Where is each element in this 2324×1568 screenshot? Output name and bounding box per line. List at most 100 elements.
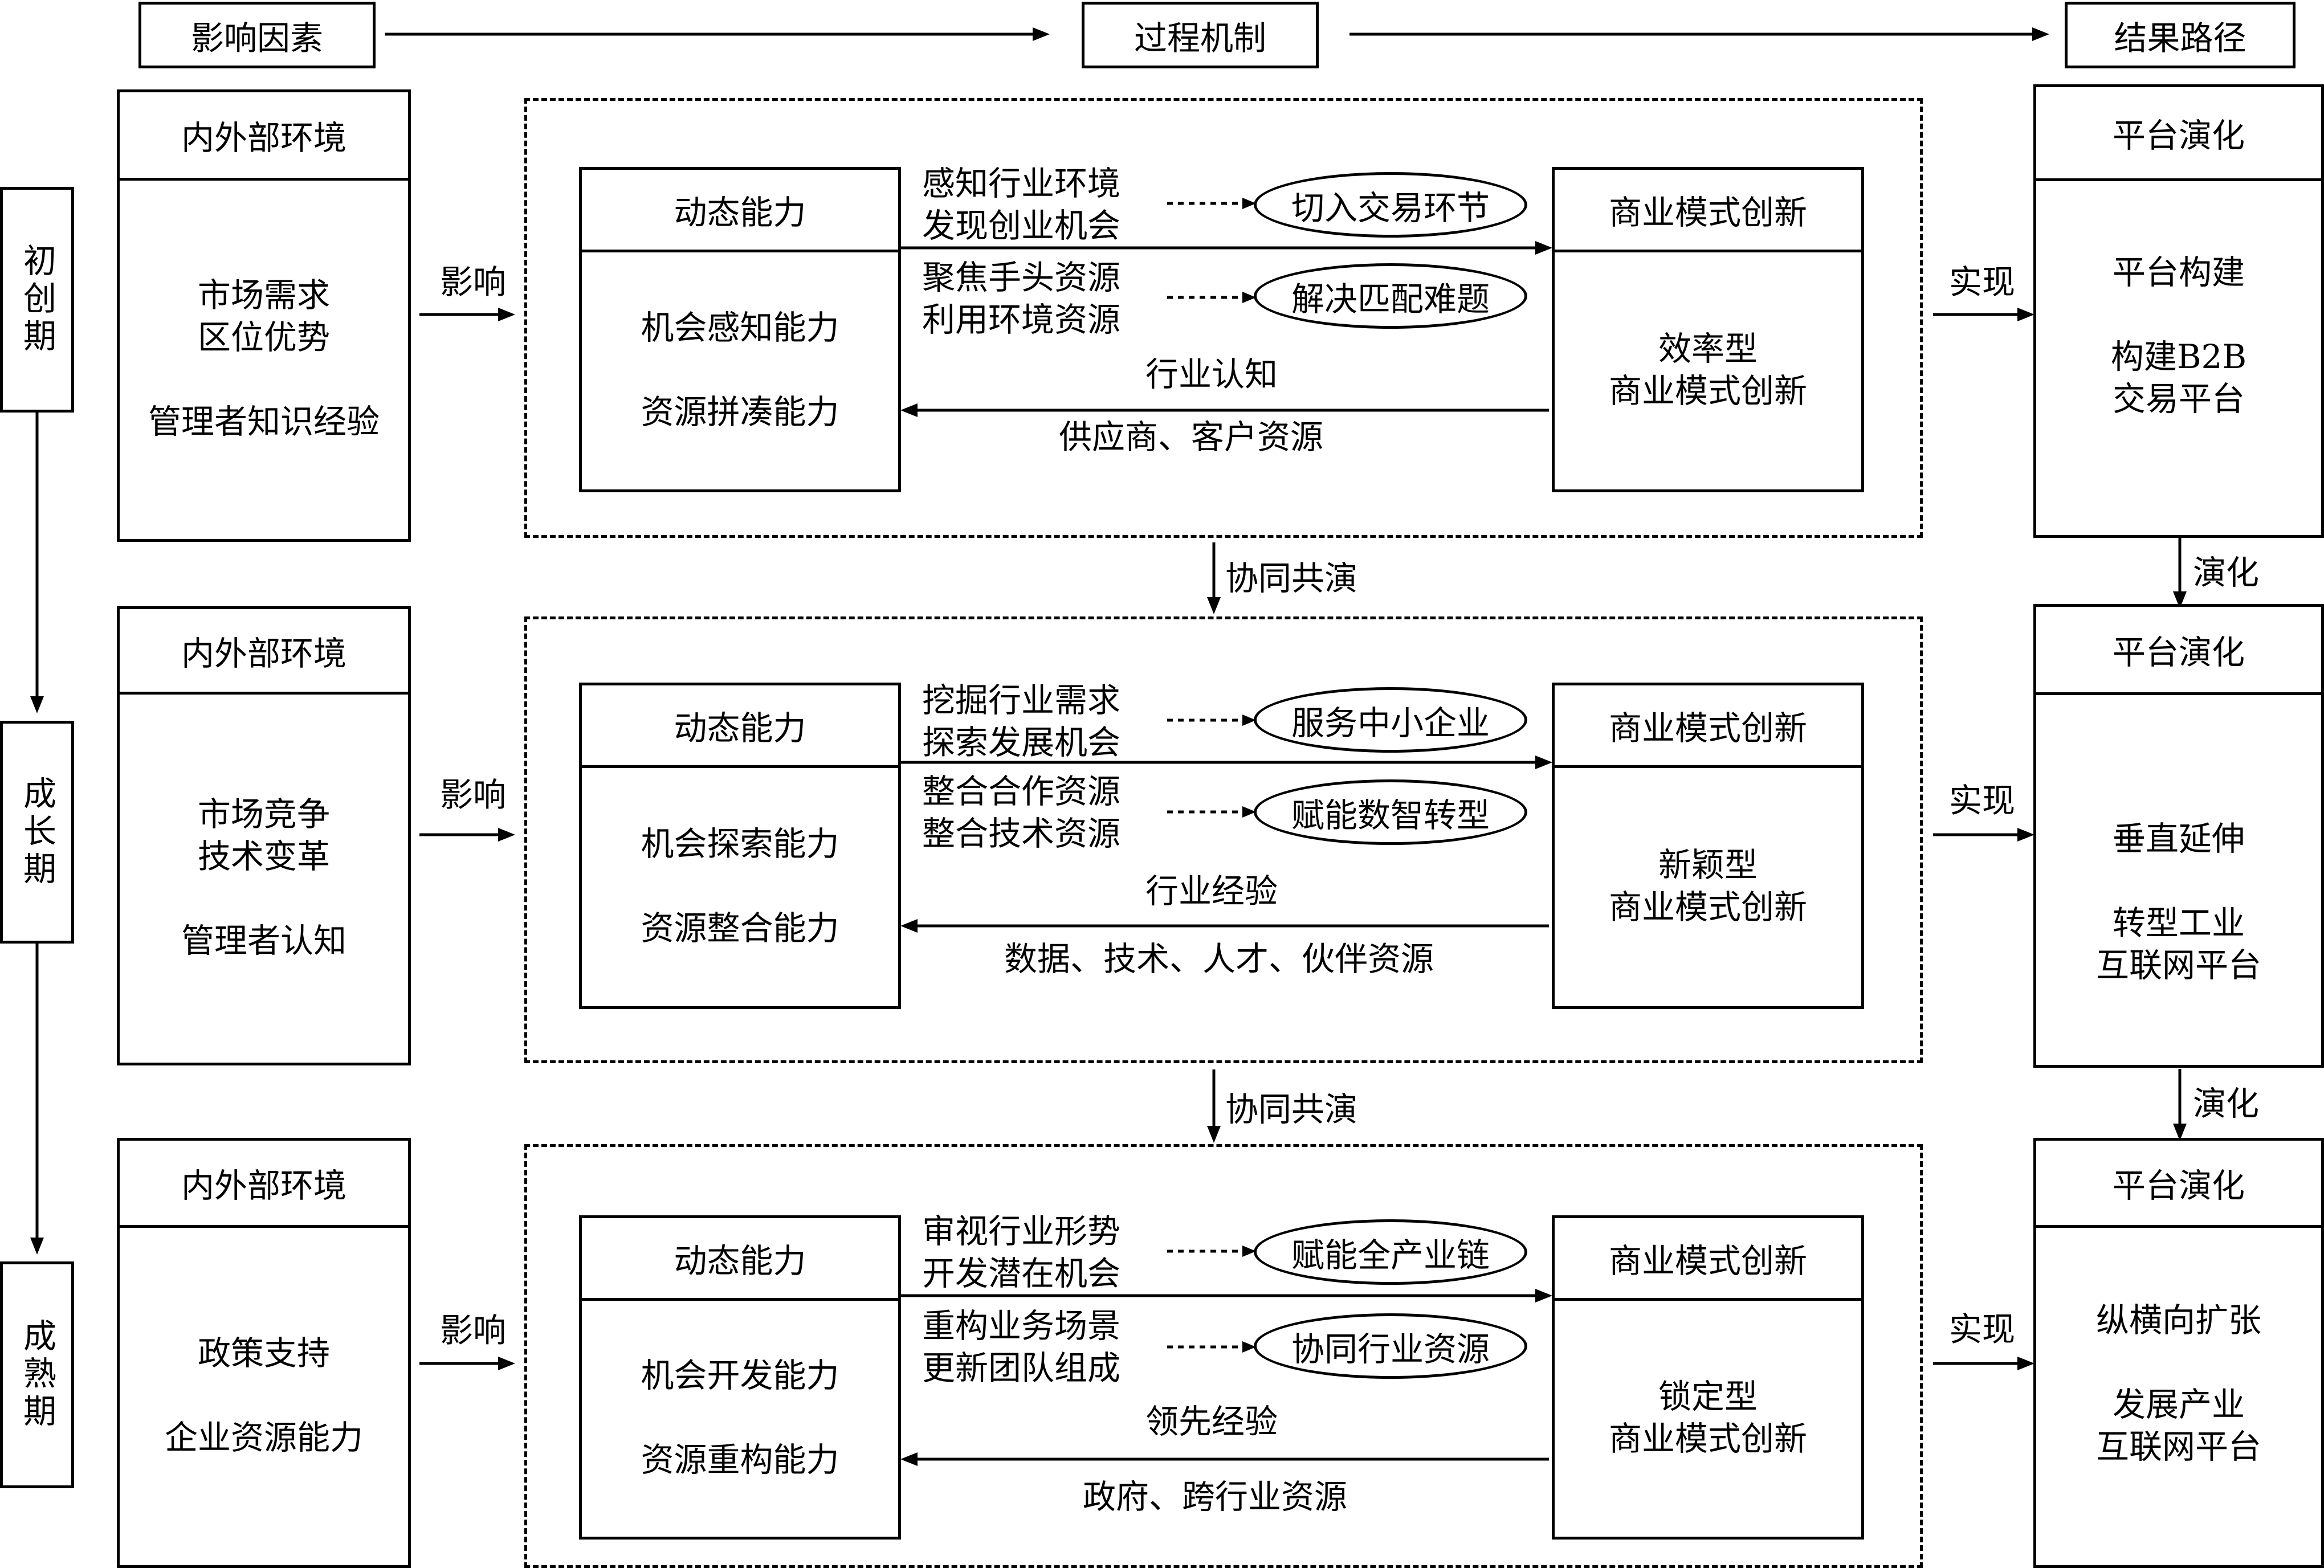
coevolution-arrowhead-1 bbox=[1207, 597, 1221, 614]
business-model-box-3: 商业模式创新 锁定型 商业模式创新 bbox=[1552, 1215, 1864, 1540]
dotted-arrowhead-3b bbox=[1242, 1341, 1256, 1353]
business-model-box-1: 商业模式创新 效率型 商业模式创新 bbox=[1552, 167, 1864, 492]
dotted-arrowhead-1b bbox=[1242, 292, 1256, 303]
capability-line: 资源拼凑能力 bbox=[641, 392, 839, 431]
dotted-arrowhead-2b bbox=[1242, 806, 1256, 818]
action-text-2a: 挖掘行业需求 探索发展机会 bbox=[922, 679, 1120, 763]
env-body-3: 政策支持 企业资源能力 bbox=[120, 1225, 408, 1565]
business-model-body-2: 新颖型 商业模式创新 bbox=[1555, 765, 1861, 1006]
env-body-2: 市场竞争 技术变革 管理者认知 bbox=[120, 692, 408, 1063]
process-frame-2 bbox=[524, 616, 1923, 1063]
business-model-body-3: 锁定型 商业模式创新 bbox=[1555, 1298, 1861, 1537]
realize-arrowhead-1 bbox=[2017, 308, 2034, 321]
platform-line: 纵横向扩张 bbox=[2095, 1301, 2261, 1340]
header-factors-label: 影响因素 bbox=[190, 18, 323, 58]
action-line: 聚焦手头资源 bbox=[922, 258, 1121, 297]
platform-line: 互联网平台 bbox=[2095, 1427, 2261, 1466]
action-text-2b: 整合合作资源 整合技术资源 bbox=[922, 770, 1120, 855]
feedback-bottom-3: 政府、跨行业资源 bbox=[1083, 1477, 1348, 1516]
action-line: 整合合作资源 bbox=[922, 772, 1121, 811]
outcome-oval-3a: 赋能全产业链 bbox=[1254, 1219, 1527, 1285]
action-line: 更新团队组成 bbox=[922, 1349, 1121, 1387]
outcome-oval-label: 赋能数智转型 bbox=[1291, 795, 1490, 835]
capability-line: 资源重构能力 bbox=[641, 1440, 839, 1479]
platform-line: 构建B2B bbox=[2110, 337, 2247, 376]
header-result: 结果路径 bbox=[2065, 2, 2296, 68]
action-line: 感知行业环境 bbox=[922, 164, 1121, 203]
feedback-top-1: 行业认知 bbox=[1145, 355, 1278, 394]
platform-box-1: 平台演化 平台构建 构建B2B 交易平台 bbox=[2033, 84, 2324, 538]
env-line: 管理者认知 bbox=[181, 921, 346, 960]
action-line: 挖掘行业需求 bbox=[922, 681, 1121, 720]
env-box-1: 内外部环境 市场需求 区位优势 管理者知识经验 bbox=[117, 89, 411, 542]
business-model-body-1: 效率型 商业模式创新 bbox=[1555, 250, 1861, 489]
outcome-oval-1b: 解决匹配难题 bbox=[1254, 263, 1527, 329]
coevolution-label-1: 协同共演 bbox=[1225, 559, 1358, 598]
realize-arrowhead-3 bbox=[2017, 1357, 2034, 1370]
action-line: 发现创业机会 bbox=[922, 206, 1121, 245]
stage-startup: 初创期 bbox=[0, 187, 74, 413]
platform-title-2: 平台演化 bbox=[2036, 607, 2321, 695]
platform-body-2: 垂直延伸 转型工业 互联网平台 bbox=[2036, 692, 2321, 1065]
platform-body-1: 平台构建 构建B2B 交易平台 bbox=[2036, 178, 2321, 535]
influence-arrowhead-1 bbox=[498, 308, 515, 321]
outcome-oval-label: 协同行业资源 bbox=[1291, 1329, 1490, 1369]
outcome-oval-label: 赋能全产业链 bbox=[1291, 1235, 1490, 1275]
outcome-oval-2b: 赋能数智转型 bbox=[1254, 779, 1527, 845]
business-model-line: 新颖型 bbox=[1658, 845, 1758, 884]
env-line: 市场需求 bbox=[197, 276, 330, 315]
business-model-line: 商业模式创新 bbox=[1608, 371, 1807, 410]
outcome-oval-label: 切入交易环节 bbox=[1291, 188, 1490, 227]
influence-arrowhead-2 bbox=[498, 828, 515, 842]
action-line: 探索发展机会 bbox=[922, 723, 1121, 762]
env-line: 政策支持 bbox=[197, 1333, 330, 1373]
header-arrowhead-2 bbox=[2032, 27, 2049, 41]
business-model-box-2: 商业模式创新 新颖型 商业模式创新 bbox=[1552, 683, 1864, 1009]
capability-line: 机会开发能力 bbox=[641, 1355, 839, 1395]
evolve-arrowhead-2 bbox=[2173, 1124, 2187, 1141]
coevolution-label-2: 协同共演 bbox=[1225, 1090, 1358, 1129]
stage-mature-label: 成熟期 bbox=[18, 1318, 56, 1431]
timeline-arrowhead-2 bbox=[30, 1238, 44, 1255]
platform-body-3: 纵横向扩张 发展产业 互联网平台 bbox=[2036, 1225, 2321, 1565]
env-box-2: 内外部环境 市场竞争 技术变革 管理者认知 bbox=[117, 606, 411, 1065]
realize-arrowhead-2 bbox=[2017, 828, 2034, 842]
header-result-label: 结果路径 bbox=[2114, 18, 2246, 58]
capability-line: 资源整合能力 bbox=[641, 908, 839, 948]
capability-line: 机会探索能力 bbox=[641, 824, 839, 863]
evolve-label-2: 演化 bbox=[2193, 1084, 2260, 1123]
outcome-oval-2a: 服务中小企业 bbox=[1254, 687, 1527, 753]
action-line: 利用环境资源 bbox=[922, 300, 1121, 339]
realize-label-1: 实现 bbox=[1949, 263, 2016, 301]
timeline-arrowhead-1 bbox=[30, 696, 44, 713]
platform-line: 交易平台 bbox=[2112, 379, 2245, 418]
action-line: 重构业务场景 bbox=[922, 1306, 1121, 1345]
business-model-title-2: 商业模式创新 bbox=[1555, 685, 1861, 768]
business-model-line: 商业模式创新 bbox=[1608, 1419, 1807, 1458]
dotted-arrowhead-3a bbox=[1242, 1246, 1256, 1257]
capability-title-3: 动态能力 bbox=[582, 1218, 898, 1301]
platform-title-1: 平台演化 bbox=[2036, 87, 2321, 181]
platform-box-3: 平台演化 纵横向扩张 发展产业 互联网平台 bbox=[2033, 1138, 2324, 1568]
outcome-oval-3b: 协同行业资源 bbox=[1254, 1313, 1527, 1379]
business-model-title-1: 商业模式创新 bbox=[1555, 170, 1861, 252]
env-title-3: 内外部环境 bbox=[120, 1141, 408, 1228]
env-line: 管理者知识经验 bbox=[148, 402, 380, 441]
header-factors: 影响因素 bbox=[138, 2, 376, 68]
realize-label-3: 实现 bbox=[1949, 1310, 2016, 1349]
header-process-label: 过程机制 bbox=[1134, 18, 1266, 58]
capability-title-2: 动态能力 bbox=[582, 685, 898, 768]
realize-label-2: 实现 bbox=[1949, 781, 2016, 820]
influence-label-1: 影响 bbox=[440, 263, 507, 301]
stage-growth-label: 成长期 bbox=[18, 775, 56, 889]
action-text-1b: 聚焦手头资源 利用环境资源 bbox=[922, 256, 1120, 341]
action-text-1a: 感知行业环境 发现创业机会 bbox=[922, 162, 1120, 247]
influence-arrowhead-3 bbox=[498, 1357, 515, 1370]
platform-line: 转型工业 bbox=[2112, 904, 2245, 942]
env-line: 企业资源能力 bbox=[164, 1418, 363, 1457]
capability-line: 机会感知能力 bbox=[641, 308, 839, 347]
action-line: 开发潜在机会 bbox=[922, 1254, 1121, 1293]
process-frame-1 bbox=[524, 98, 1923, 538]
forward-arrowhead-3 bbox=[1535, 1289, 1552, 1302]
